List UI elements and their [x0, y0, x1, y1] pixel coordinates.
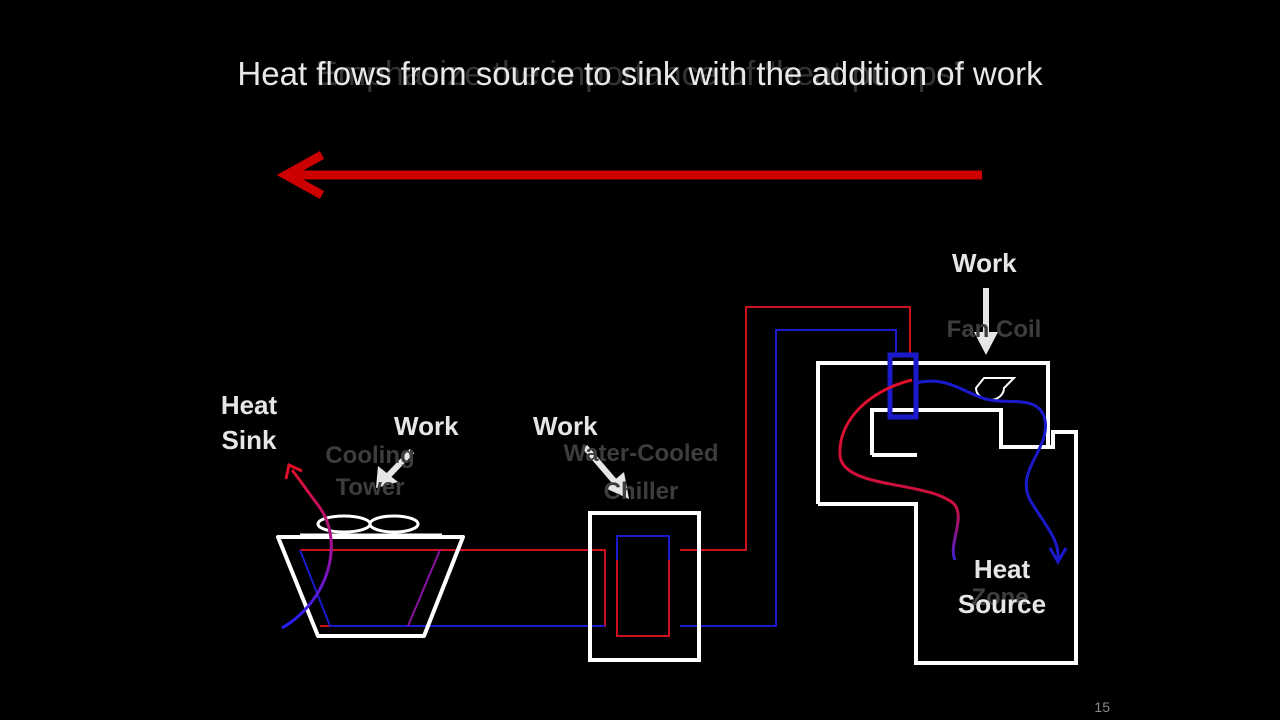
- zone-label: Zone: [971, 584, 1029, 611]
- heat-flow-arrow: [276, 151, 982, 199]
- fan-coil-zone: [816, 352, 1078, 665]
- heat-out-arrowhead-icon: [284, 462, 303, 480]
- heat-source-label: Heat Source: [957, 554, 1047, 619]
- fan-coil-label: Fan Coil: [946, 316, 1042, 343]
- air-flow-arrowhead-icon: [1048, 547, 1068, 566]
- chilled-water-loop: [680, 306, 911, 627]
- work-label-chiller: Work: [533, 411, 598, 441]
- water-cooled-chiller: [588, 511, 701, 662]
- ghost-title: Emphasize the importance of “heat pumps”: [314, 55, 966, 93]
- work-arrow-fancoil: [974, 288, 998, 355]
- heat-sink-label: Heat Sink: [220, 390, 278, 455]
- cooling-tower: [276, 462, 465, 638]
- condenser-water-loop: [299, 549, 606, 627]
- work-label-fancoil: Work: [952, 248, 1017, 278]
- cooling-tower-label: Cooling Tower: [325, 442, 415, 501]
- page-number: 15: [1094, 699, 1110, 715]
- work-label-tower: Work: [394, 411, 459, 441]
- slide-title-area: Emphasize the importance of “heat pumps”…: [0, 55, 1280, 99]
- slide-title: Heat flows from source to sink with the …: [237, 55, 1043, 92]
- work-arrow-chiller: [582, 445, 629, 499]
- work-arrow-tower: [376, 448, 415, 488]
- chiller-label: Water-Cooled Chiller: [563, 440, 719, 505]
